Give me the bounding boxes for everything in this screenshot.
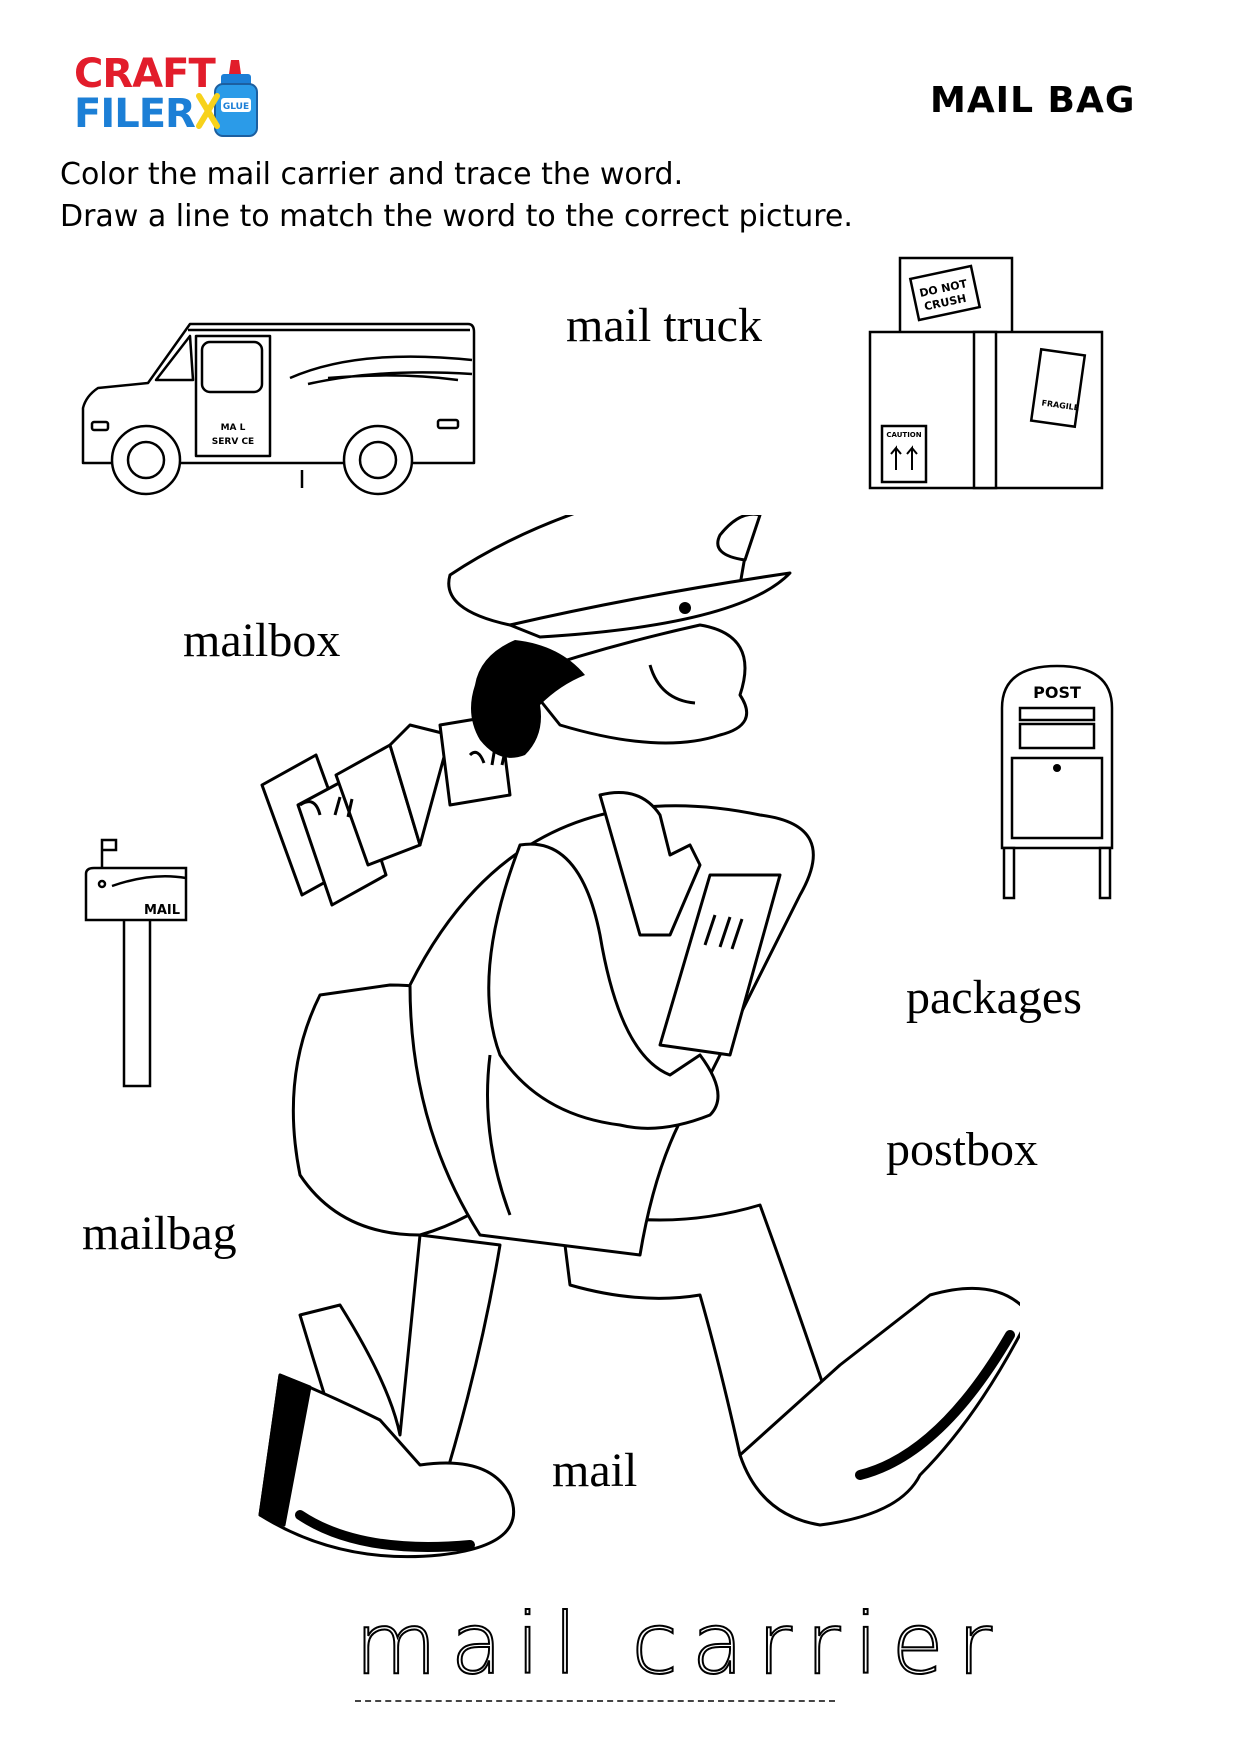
page-title: MAIL BAG <box>930 80 1136 121</box>
postbox-label: POST <box>1033 683 1081 702</box>
instruction-line-2: Draw a line to match the word to the cor… <box>60 199 853 234</box>
word-packages[interactable]: packages <box>906 971 1082 1024</box>
word-mail[interactable]: mail <box>552 1444 638 1497</box>
packages-picture[interactable]: DO NOT CRUSH FRAGILE CAUTION <box>868 256 1108 496</box>
logo-filer-text: FILER <box>74 91 196 137</box>
word-mail-truck[interactable]: mail truck <box>566 299 762 352</box>
mailbox-label: MAIL <box>144 903 180 918</box>
truck-door-text-1: MA L <box>221 423 246 433</box>
word-mailbag[interactable]: mailbag <box>82 1207 237 1260</box>
mail-truck-picture[interactable]: MA L SERV CE <box>78 318 478 498</box>
word-postbox[interactable]: postbox <box>886 1123 1039 1176</box>
logo-craft-text: CRAFT <box>74 51 216 97</box>
trace-baseline <box>355 1700 835 1702</box>
truck-door-text-2: SERV CE <box>212 437 254 447</box>
box-label-caution: CAUTION <box>886 431 921 439</box>
postbox-picture[interactable]: POST <box>998 662 1116 902</box>
trace-word-mail-carrier[interactable]: mail carrier <box>354 1595 1006 1693</box>
this-side-up-arrows-icon <box>890 445 918 470</box>
instruction-line-1: Color the mail carrier and trace the wor… <box>60 157 684 192</box>
word-mailbox[interactable]: mailbox <box>183 614 341 667</box>
mail-carrier-picture <box>258 515 1020 1559</box>
mailbox-picture[interactable]: MAIL <box>82 838 192 1098</box>
scissors-icon <box>196 93 220 129</box>
glue-label: GLUE <box>223 102 249 112</box>
craftfiler-logo: CRAFT FILER GLUE <box>70 50 260 145</box>
glue-bottle-icon: GLUE <box>196 60 258 137</box>
